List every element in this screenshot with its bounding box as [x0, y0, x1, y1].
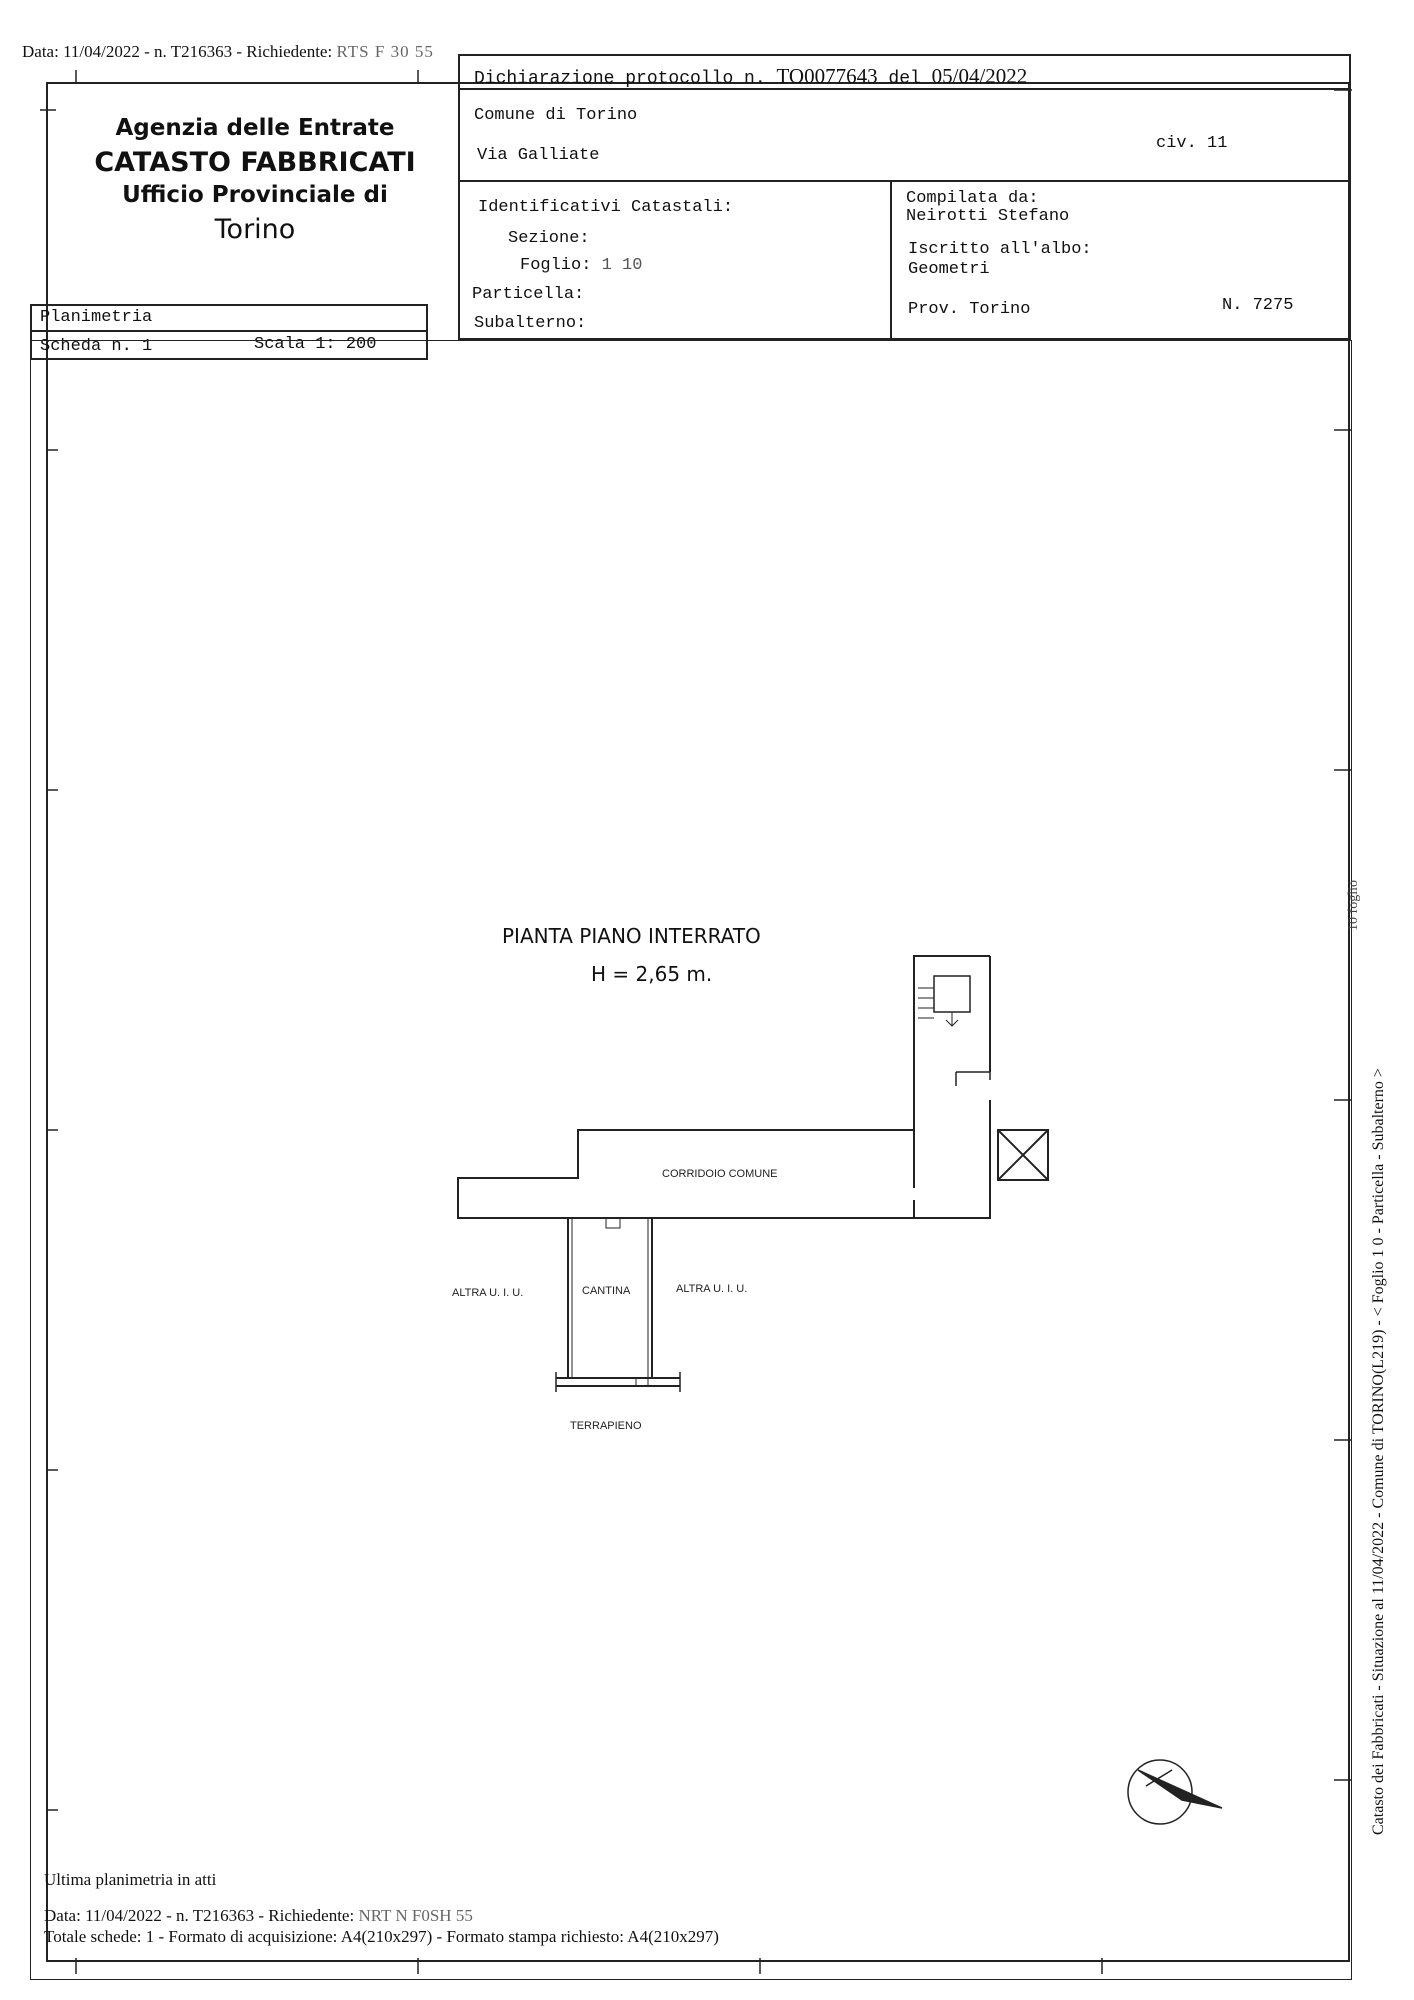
corridor-label: CORRIDOIO COMUNE [662, 1168, 778, 1180]
header-divider-2 [458, 180, 1351, 182]
footer-data-obscured: NRT N F0SH 55 [358, 1906, 473, 1925]
top-meta: Data: 11/04/2022 - n. T216363 - Richiede… [22, 42, 434, 62]
albo-value: Geometri [908, 260, 990, 279]
protocol-number: TO0077643 [776, 64, 878, 88]
plan-title: PIANTA PIANO INTERRATO [502, 924, 761, 948]
del-label: del [888, 69, 921, 89]
footer-data-text: Data: 11/04/2022 - n. T216363 - Richiede… [44, 1906, 355, 1925]
plan-height: H = 2,65 m. [591, 962, 713, 986]
footer-ultima: Ultima planimetria in atti [44, 1870, 217, 1889]
other-unit-left: ALTRA U. I. U. [452, 1287, 524, 1299]
albo-label: Iscritto all'albo: [908, 240, 1092, 259]
foglio-label: Foglio: [520, 256, 592, 275]
compiler-name: Neirotti Stefano [906, 207, 1070, 226]
cellar-label: CANTINA [582, 1285, 631, 1297]
sezione-label: Sezione: [508, 229, 590, 248]
foglio-value: 1 10 [601, 256, 643, 275]
planimetria-label: Planimetria [40, 308, 153, 327]
register-number: N. 7275 [1222, 296, 1294, 315]
particella-label: Particella: [472, 285, 585, 304]
scheda-label: Scheda n. 1 [40, 337, 153, 356]
office-label: Ufficio Provinciale di [122, 182, 388, 208]
footer-totale: Totale schede: 1 - Formato di acquisizio… [44, 1927, 719, 1946]
footer-data-line: Data: 11/04/2022 - n. T216363 - Richiede… [44, 1906, 473, 1926]
agency-name: Agenzia delle Entrate [115, 115, 395, 141]
subalterno-label: Subalterno: [474, 314, 587, 333]
protocol-date: 05/04/2022 [931, 64, 1028, 88]
header-vdivider [890, 180, 892, 340]
scala-label: Scala 1: 200 [254, 335, 377, 354]
province: Prov. Torino [908, 300, 1031, 319]
agency-block: Agenzia delle Entrate CATASTO FABBRICATI… [60, 115, 450, 245]
comune: Comune di Torino [474, 106, 638, 125]
foglio-line: Foglio: 1 10 [520, 256, 642, 275]
top-meta-text: Data: 11/04/2022 - n. T216363 - Richiede… [22, 42, 333, 61]
other-unit-right: ALTRA U. I. U. [676, 1283, 748, 1295]
drawing-frame [30, 340, 1352, 1980]
embankment-label: TERRAPIENO [570, 1420, 642, 1432]
sheet-divider [30, 330, 428, 332]
top-meta-obscured: RTS F 30 55 [336, 42, 434, 61]
office-city: Torino [214, 214, 296, 245]
header-divider-1 [458, 88, 1351, 90]
ident-title: Identificativi Catastali: [478, 198, 734, 217]
cadastre-title: CATASTO FABBRICATI [94, 147, 416, 178]
sheet-box [30, 304, 428, 360]
declaration-line: Dichiarazione protocollo n. TO0077643 de… [474, 64, 1027, 89]
declaration-label: Dichiarazione protocollo n. [474, 69, 766, 89]
header-frame [458, 54, 1351, 340]
outer-frame [46, 82, 1350, 1962]
side-cadastre-text: Catasto dei Fabbricati - Situazione al 1… [1370, 1068, 1387, 1835]
civic-number: civ. 11 [1156, 134, 1228, 153]
side-stamp: 10 foglio [1346, 880, 1361, 931]
north-arrow [1127, 1759, 1223, 1825]
street: Via Galliate [477, 146, 600, 165]
compiler-label: Compilata da: [906, 189, 1039, 208]
